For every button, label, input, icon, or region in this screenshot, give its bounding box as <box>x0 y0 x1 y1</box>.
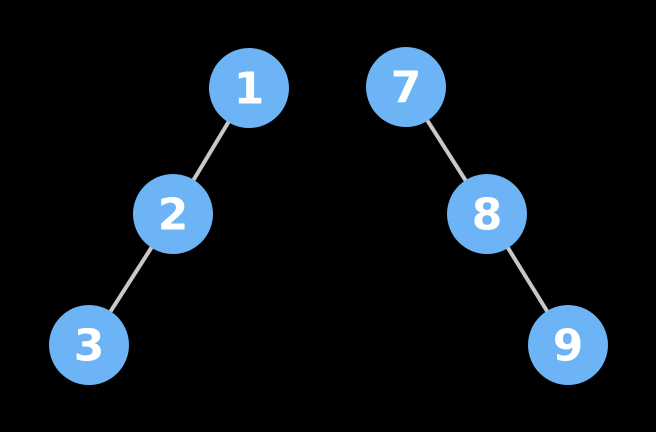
graph-node-9[interactable]: 9 <box>528 305 608 385</box>
graph-node-2[interactable]: 2 <box>133 174 213 254</box>
graph-node-label-3: 3 <box>74 321 105 372</box>
graph-node-label-2: 2 <box>158 190 189 241</box>
graph-node-label-7: 7 <box>391 63 422 114</box>
node-layer: 1 2 3 7 8 9 <box>49 47 608 385</box>
graph-node-7[interactable]: 7 <box>366 47 446 127</box>
graph-node-8[interactable]: 8 <box>447 174 527 254</box>
graph-node-circle-3[interactable] <box>49 305 129 385</box>
graph-node-circle-2[interactable] <box>133 174 213 254</box>
graph-node-circle-9[interactable] <box>528 305 608 385</box>
graph-node-label-9: 9 <box>553 321 584 372</box>
graph-node-circle-1[interactable] <box>209 48 289 128</box>
graph-node-3[interactable]: 3 <box>49 305 129 385</box>
graph-node-label-1: 1 <box>234 64 265 115</box>
graph-node-1[interactable]: 1 <box>209 48 289 128</box>
graph-node-circle-7[interactable] <box>366 47 446 127</box>
graph-node-circle-8[interactable] <box>447 174 527 254</box>
graph-node-label-8: 8 <box>472 190 503 241</box>
